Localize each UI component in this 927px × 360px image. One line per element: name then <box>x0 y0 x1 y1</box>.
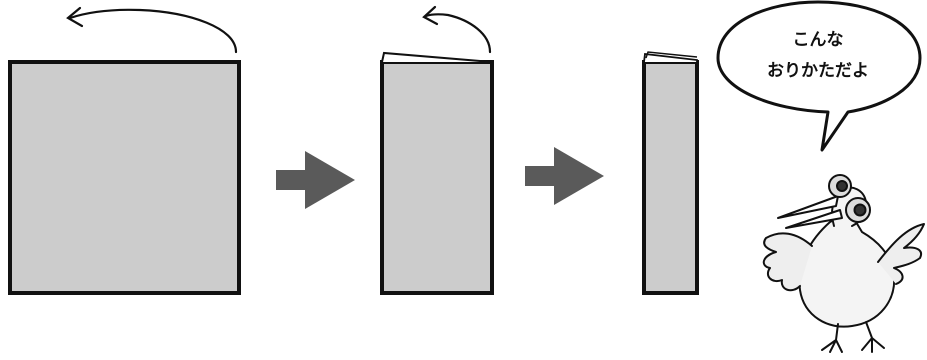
bird-left-leg <box>822 324 842 352</box>
bird-right-leg <box>862 322 884 352</box>
speech-bubble: こんな おりかただよ <box>718 2 920 150</box>
fold-arrow-1-icon <box>68 8 236 52</box>
next-step-arrow-1-icon <box>276 151 355 209</box>
speech-bubble-line-1: こんな <box>793 30 844 50</box>
bird-pupil-right <box>855 205 866 216</box>
speech-bubble-line-2: おりかただよ <box>767 61 869 81</box>
bird-body <box>799 212 894 327</box>
next-step-arrow-2-icon <box>525 147 604 205</box>
step-3-paper <box>644 52 697 293</box>
fold-edge-3a <box>644 54 697 62</box>
square-paper <box>10 62 239 293</box>
half-folded-paper <box>382 62 492 293</box>
step-1-paper <box>10 62 239 293</box>
bird-pupil-left <box>837 181 847 191</box>
step-2-paper <box>382 53 492 293</box>
fold-edge-2 <box>382 53 492 62</box>
bird-mascot-icon <box>764 175 924 352</box>
fold-arrow-2-icon <box>424 7 490 52</box>
quarter-folded-paper <box>644 62 697 293</box>
